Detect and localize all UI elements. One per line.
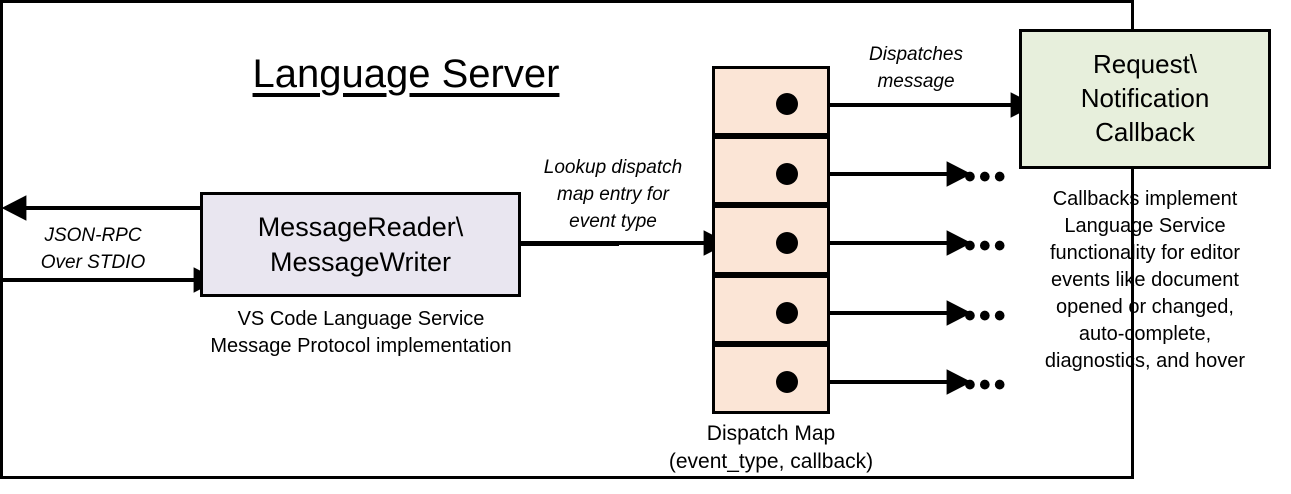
- cb-caption-line4: events like document: [1051, 269, 1239, 291]
- cb-caption-line7: diagnostics, and hover: [1044, 350, 1246, 372]
- dispatch-map-caption: Dispatch Map (event_type, callback): [650, 420, 892, 477]
- dispatch-map-row[interactable]: [712, 205, 830, 275]
- message-reader-writer-line1: MessageReader\: [257, 211, 464, 242]
- dispatch-map-row[interactable]: [712, 135, 830, 206]
- ellipsis-2: •••: [964, 158, 1009, 196]
- lookup-label-line3: event type: [569, 210, 657, 232]
- dispatch-map-table[interactable]: [712, 66, 830, 414]
- dispatch-entry-dot-icon: [776, 93, 798, 115]
- mrw-caption-line1: VS Code Language Service: [237, 308, 485, 330]
- dispatch-map-caption-line1: Dispatch Map: [706, 422, 836, 445]
- dispatch-map-row[interactable]: [712, 66, 830, 136]
- language-server-boundary: [0, 0, 1134, 479]
- json-rpc-label-line2: Over STDIO: [40, 251, 146, 273]
- lookup-label-line1: Lookup dispatch: [543, 157, 683, 178]
- dispatches-label-line2: message: [877, 70, 955, 92]
- json-rpc-label-line1: JSON-RPC: [44, 225, 142, 246]
- callback-box-line1: Request\: [1092, 49, 1198, 80]
- dispatch-entry-dot-icon: [776, 162, 798, 185]
- lookup-label-line2: map entry for: [557, 183, 669, 205]
- request-notification-callback-box[interactable]: Request\ Notification Callback: [1019, 29, 1271, 169]
- cb-caption-line6: auto-complete,: [1078, 323, 1212, 345]
- cb-caption-line3: functionality for editor: [1049, 242, 1241, 264]
- ellipsis-5: •••: [964, 366, 1009, 404]
- message-reader-writer-box[interactable]: MessageReader\ MessageWriter: [200, 192, 521, 297]
- dispatch-map-row[interactable]: [712, 344, 830, 414]
- mrw-caption-line2: Message Protocol implementation: [210, 335, 512, 357]
- dispatch-entry-dot-icon: [776, 301, 798, 324]
- callback-box-caption: Callbacks implement Language Service fun…: [1012, 186, 1278, 375]
- dispatch-entry-dot-icon: [776, 371, 798, 394]
- dispatch-map-caption-line2: (event_type, callback): [668, 450, 874, 474]
- cb-caption-line5: opened or changed,: [1056, 296, 1234, 318]
- page-title: Language Server: [252, 52, 560, 96]
- callback-box-line2: Notification: [1080, 83, 1210, 114]
- dispatches-label-line1: Dispatches: [869, 44, 963, 65]
- json-rpc-label: JSON-RPC Over STDIO: [18, 223, 168, 276]
- cb-caption-line1: Callbacks implement: [1052, 188, 1238, 210]
- dispatch-map-row[interactable]: [712, 274, 830, 345]
- dispatch-entry-dot-icon: [776, 232, 798, 255]
- lookup-dispatch-label: Lookup dispatch map entry for event type: [518, 155, 708, 236]
- cb-caption-line2: Language Service: [1064, 215, 1226, 237]
- message-reader-writer-line2: MessageWriter: [269, 246, 452, 277]
- message-reader-writer-caption: VS Code Language Service Message Protoco…: [180, 306, 542, 360]
- ellipsis-3: •••: [964, 227, 1009, 265]
- lookup-arrow: [521, 230, 729, 256]
- dispatches-message-label: Dispatches message: [836, 42, 996, 95]
- callback-box-line3: Callback: [1095, 116, 1195, 147]
- ellipsis-4: •••: [964, 297, 1009, 335]
